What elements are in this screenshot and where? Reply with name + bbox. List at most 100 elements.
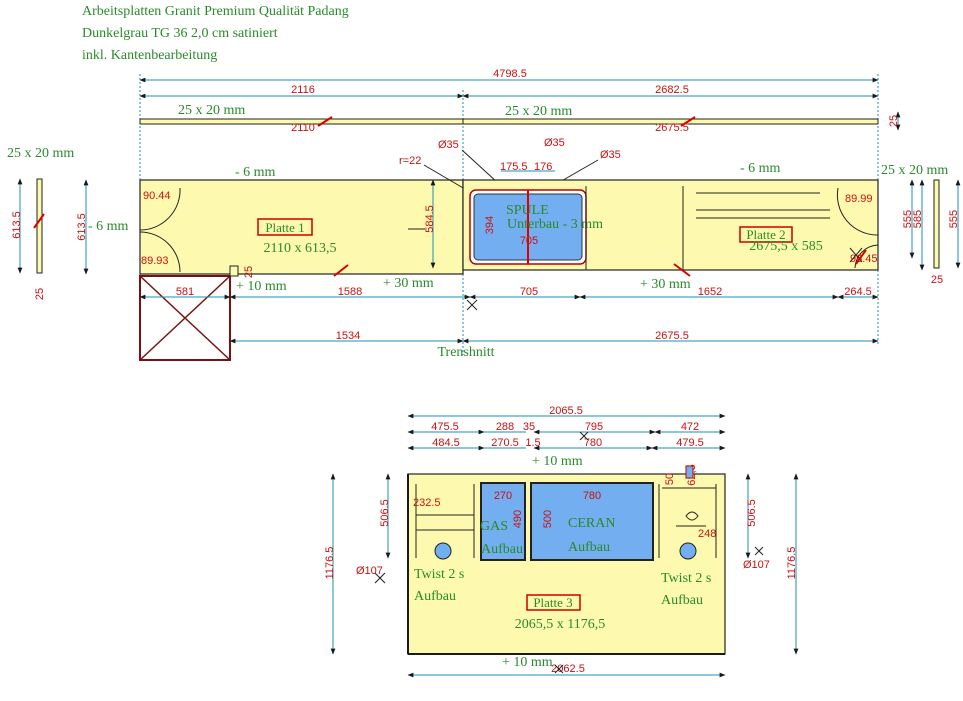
leader-d35-c	[557, 159, 599, 184]
dim-h1176r: 1176.5	[786, 547, 798, 580]
dim-264: 264.5	[844, 286, 872, 298]
faucet-symbol	[685, 511, 699, 521]
dim-total: 4798.5	[493, 68, 527, 80]
note-edge-right: 25 x 20 mm	[881, 163, 948, 178]
dim-d35-a: Ø35	[438, 139, 459, 151]
corner-arc-top-left	[139, 187, 181, 231]
dim-right-585: 585	[912, 210, 924, 228]
platte-1-cut-mark	[333, 264, 349, 277]
note-trennschnitt: Trenshnitt	[437, 345, 494, 360]
ceran-label-2: Aufbau	[568, 540, 610, 555]
dim-b-total: 2065.5	[549, 405, 583, 417]
note-plus10: + 10 mm	[236, 279, 287, 294]
platte-2-label-box	[739, 226, 793, 243]
platte-2-cut-mark	[673, 263, 691, 277]
header-line-3: inkl. Kantenbearbeitung	[82, 48, 218, 63]
dim-c500: 500	[542, 510, 554, 528]
corner-arc-top-right	[836, 187, 879, 236]
platte-3-label: Platte 3	[533, 595, 572, 610]
dim-c232: 232.5	[413, 497, 441, 509]
dim-h506l: 506.5	[379, 499, 391, 527]
dim-phi107-left: Ø107	[356, 565, 383, 577]
platte-1-size: 2110 x 613,5	[264, 241, 337, 256]
twist-left-label-2: Aufbau	[414, 589, 456, 604]
strip-mark-left	[317, 116, 333, 127]
dim-a475: 475.5	[431, 421, 459, 433]
dim-175: 175.5	[500, 161, 528, 173]
twist-right-label-1: Twist 2 s	[661, 571, 711, 586]
small-notch	[229, 265, 239, 277]
back-strip	[139, 118, 879, 125]
dim-d35-c: Ø35	[600, 149, 621, 161]
dim-r22: r=22	[399, 155, 421, 167]
note-plus30-a: + 30 mm	[383, 276, 434, 291]
split-x-b	[466, 299, 478, 311]
dim-2675: 2675.5	[655, 330, 689, 342]
dim-depth-584: 584.5	[424, 205, 436, 233]
note-edge-left: 25 x 20 mm	[7, 146, 74, 161]
platte-1-label: Platte 1	[265, 220, 304, 235]
dim-d35-b: Ø35	[544, 137, 565, 149]
side-piece-right	[933, 179, 940, 269]
platte-2-x-b	[849, 247, 863, 263]
gas-cutout	[480, 482, 526, 561]
sink-label-2-top: Unterbau - 3 mm	[507, 217, 603, 232]
dim-c50: 50	[664, 473, 676, 485]
dim-far-right-555: 555	[948, 210, 960, 228]
corner-cross-b	[139, 275, 231, 361]
header-line-2: Dunkelgrau TG 36 2,0 cm satiniert	[82, 26, 278, 41]
dim-left-top: 2116	[291, 84, 315, 96]
dim-h506r: 506.5	[746, 499, 758, 527]
dim-right-strip: 2675.5	[655, 122, 689, 134]
dim-705: 705	[520, 286, 538, 298]
dim-b484: 484.5	[432, 437, 460, 449]
dim-b780: 780	[584, 437, 602, 449]
strip-mark-right	[680, 116, 696, 127]
dim-c780: 780	[583, 490, 601, 502]
dim-a35: 35	[523, 421, 535, 433]
dim-bottom: 2062.5	[551, 663, 585, 675]
dim-b15: 1.5	[525, 437, 540, 449]
dim-c270: 270	[494, 490, 512, 502]
dim-far-left-t: 25	[34, 288, 46, 300]
platte-2-label: Platte 2	[746, 227, 785, 242]
dim-1652: 1652	[698, 286, 722, 298]
dim-sink-705-top: 705	[520, 235, 538, 247]
platte-1-label-box	[257, 218, 313, 236]
dim-far-right-t: 25	[931, 274, 943, 286]
dim-a288: 288	[496, 421, 514, 433]
dim-phi107-right: Ø107	[743, 559, 770, 571]
small-hole-top	[685, 465, 694, 479]
leader-d35-a	[461, 149, 499, 184]
note-plus30-b: + 30 mm	[640, 277, 691, 292]
leader-r22	[423, 164, 471, 193]
dim-b479: 479.5	[676, 437, 704, 449]
platte-1-slab	[139, 179, 464, 275]
dim-1588: 1588	[338, 286, 362, 298]
dim-left-h: 613.5	[76, 213, 88, 241]
note-edge-top-left: 25 x 20 mm	[178, 103, 245, 118]
side-mark-left	[33, 213, 45, 229]
b-left-x-b	[374, 572, 386, 584]
angle-90-44: 90.44	[143, 190, 171, 202]
angle-89-93: 89.93	[141, 255, 169, 267]
dim-176: 176	[534, 161, 552, 173]
dim-581: 581	[176, 286, 194, 298]
dim-1534: 1534	[336, 330, 360, 342]
sink-label-1-top: SPULE	[506, 203, 549, 218]
dim-a795: 795	[585, 421, 603, 433]
dim-right-555: 555	[902, 210, 914, 228]
dim-strip-thick: 25	[888, 115, 900, 127]
dim-b270: 270.5	[491, 437, 519, 449]
corner-arc-bottom-right	[854, 244, 879, 269]
twist-left-hole	[434, 542, 452, 560]
b-x-b	[579, 431, 589, 441]
platte-3-size: 2065,5 x 1176,5	[515, 617, 605, 632]
twist-left-label-1: Twist 2 s	[414, 567, 464, 582]
side-piece-left	[36, 178, 43, 274]
dim-c490: 490	[512, 510, 524, 528]
dim-a472: 472	[681, 421, 699, 433]
dim-c248: 248	[698, 528, 716, 540]
